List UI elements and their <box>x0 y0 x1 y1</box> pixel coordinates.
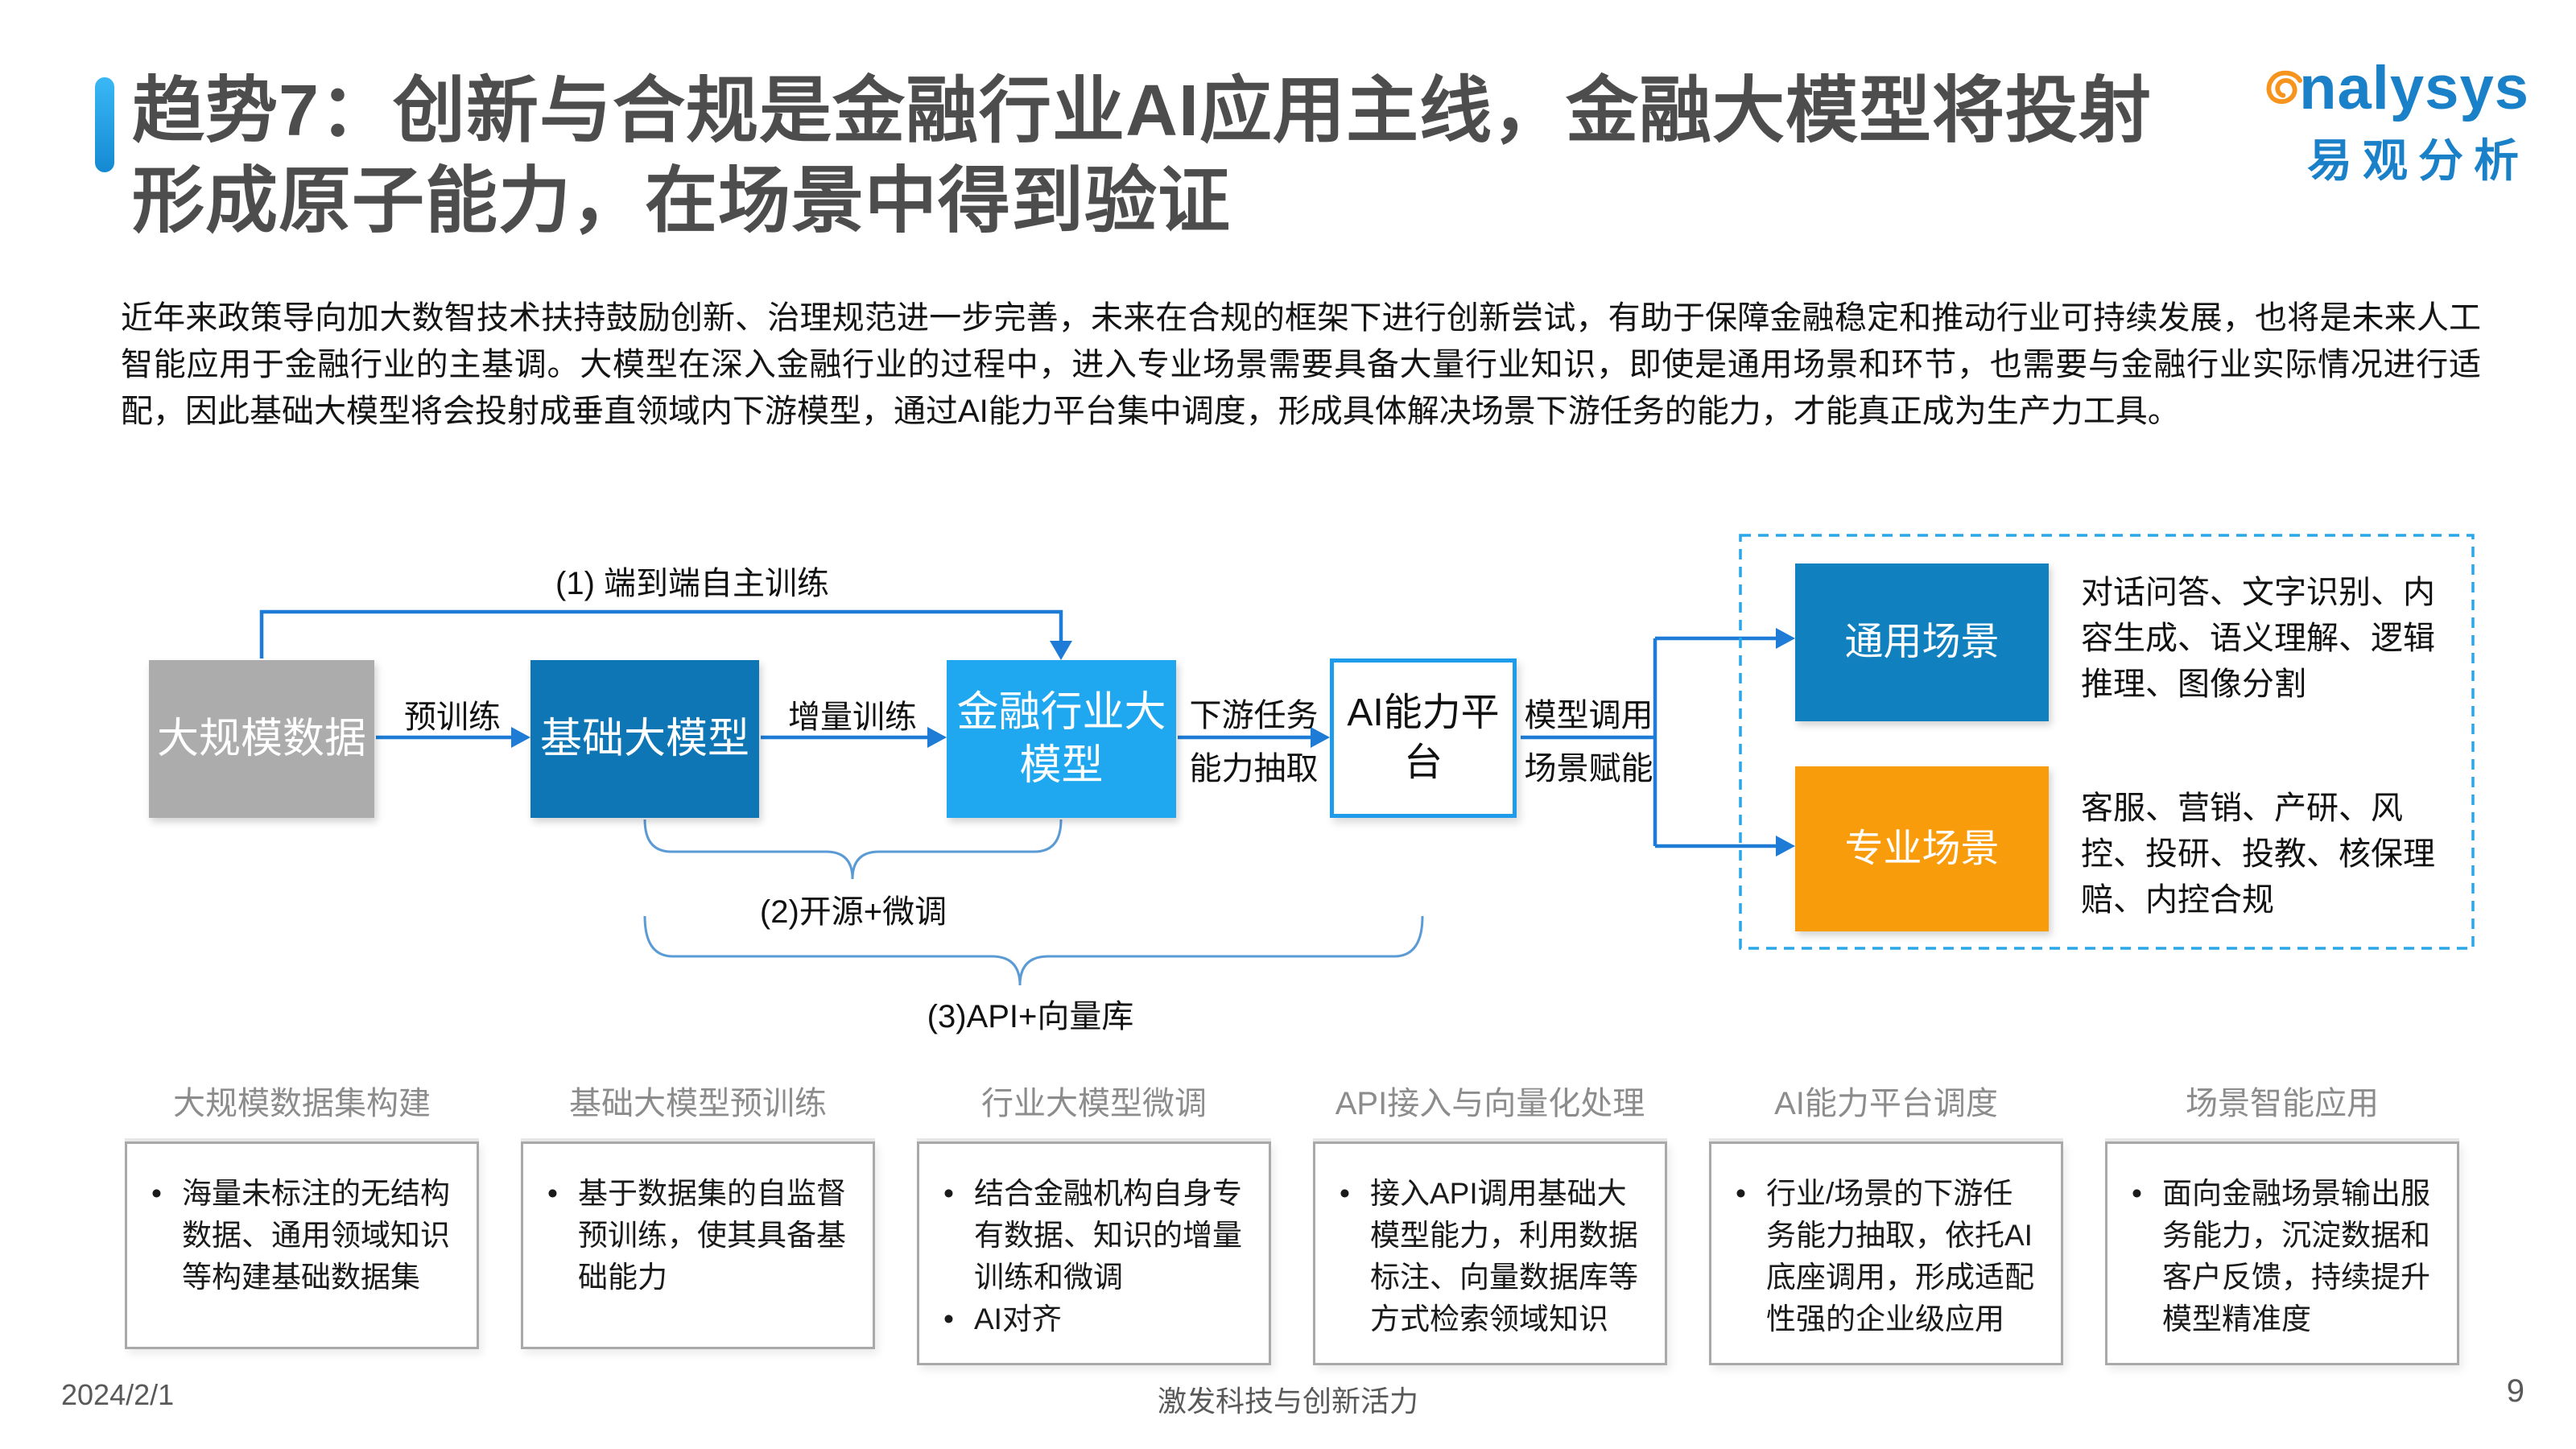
route1-line <box>259 609 1063 658</box>
route2-label: (2)开源+微调 <box>759 894 947 930</box>
analysys-wordmark: nalysys <box>2299 54 2529 122</box>
branch-professional-arrowhead-icon <box>1776 836 1795 857</box>
branch-general-arrowhead-icon <box>1776 628 1795 649</box>
page-title-line-2: 形成原子能力，在场景中得到验证 <box>132 161 1231 242</box>
node-ai-capability-platform: AI能力平台 <box>1330 658 1517 818</box>
edge-label-capability-extract: 能力抽取 <box>1189 751 1319 786</box>
node-large-scale-data: 大规模数据 <box>149 660 374 818</box>
column-header: 大规模数据集构建 <box>173 1086 431 1121</box>
column-api-vectorization: API接入与向量化处理 接入API调用基础大模型能力，利用数据标注、向量数据库等… <box>1313 1077 1667 1365</box>
bullet-item: 面向金融场景输出服务能力，沉淀数据和客户反馈，持续提升模型精准度 <box>2120 1173 2436 1340</box>
bullet-item: 接入API调用基础大模型能力，利用数据标注、向量数据库等方式检索领域知识 <box>1328 1173 1644 1340</box>
node-general-scenarios: 通用场景 <box>1795 564 2049 721</box>
column-box: 基于数据集的自监督预训练，使其具备基础能力 <box>521 1141 875 1349</box>
edge-label-incremental-training: 增量训练 <box>788 700 917 735</box>
bullet-item: 海量未标注的无结构数据、通用领域知识等构建基础数据集 <box>140 1173 456 1298</box>
column-header: AI能力平台调度 <box>1774 1086 1998 1121</box>
process-columns: 大规模数据集构建 海量未标注的无结构数据、通用领域知识等构建基础数据集 基础大模… <box>125 1077 2459 1365</box>
column-box: 接入API调用基础大模型能力，利用数据标注、向量数据库等方式检索领域知识 <box>1313 1141 1667 1365</box>
column-box: 结合金融机构自身专有数据、知识的增量训练和微调 AI对齐 <box>917 1141 1271 1365</box>
general-scenarios-desc: 对话问答、文字识别、内容生成、语义理解、逻辑推理、图像分割 <box>2081 575 2435 702</box>
page-title: 趋势7：创新与合规是金融行业AI应用主线，金融大模型将投射 形成原子能力，在场景… <box>132 66 2354 246</box>
analysys-logo: nalysys 易观分析 <box>2264 53 2529 190</box>
column-scene-application: 场景智能应用 面向金融场景输出服务能力，沉淀数据和客户反馈，持续提升模型精准度 <box>2105 1077 2459 1365</box>
bullet-item: 结合金融机构自身专有数据、知识的增量训练和微调 <box>932 1173 1248 1298</box>
route3-label: (3)API+向量库 <box>927 999 1134 1034</box>
intro-paragraph: 近年来政策导向加大数智技术扶持鼓励创新、治理规范进一步完善，未来在合规的框架下进… <box>121 300 2481 429</box>
route1-label: (1) 端到端自主训练 <box>555 566 829 601</box>
column-platform-scheduling: AI能力平台调度 行业/场景的下游任务能力抽取，依托AI底座调用，形成适配性强的… <box>1709 1077 2063 1365</box>
footer-date: 2024/2/1 <box>61 1378 175 1411</box>
column-box: 面向金融场景输出服务能力，沉淀数据和客户反馈，持续提升模型精准度 <box>2105 1141 2459 1365</box>
column-header: 基础大模型预训练 <box>569 1086 827 1121</box>
column-industry-finetune: 行业大模型微调 结合金融机构自身专有数据、知识的增量训练和微调 AI对齐 <box>917 1077 1271 1365</box>
edge-label-model-invoke: 模型调用 <box>1524 698 1653 733</box>
bullet-item: AI对齐 <box>932 1298 1248 1340</box>
edge-label-scene-empower: 场景赋能 <box>1524 751 1653 786</box>
node-finance-industry-model: 金融行业大模型 <box>947 660 1176 818</box>
node-base-large-model: 基础大模型 <box>530 660 759 818</box>
column-header: 场景智能应用 <box>2186 1086 2379 1121</box>
route1-arrowhead-icon <box>1050 641 1072 660</box>
footer-page-number: 9 <box>2506 1373 2524 1409</box>
edge-label-pretrain: 预训练 <box>404 700 501 735</box>
analysys-cn-name: 易观分析 <box>2307 135 2529 186</box>
node-professional-scenarios: 专业场景 <box>1795 766 2049 931</box>
analysys-swirl-icon <box>2266 70 2303 104</box>
bracket-route2 <box>643 819 1063 880</box>
column-base-pretrain: 基础大模型预训练 基于数据集的自监督预训练，使其具备基础能力 <box>521 1077 875 1365</box>
bullet-item: 基于数据集的自监督预训练，使其具备基础能力 <box>536 1173 852 1298</box>
column-box: 行业/场景的下游任务能力抽取，依托AI底座调用，形成适配性强的企业级应用 <box>1709 1141 2063 1365</box>
column-box: 海量未标注的无结构数据、通用领域知识等构建基础数据集 <box>125 1141 479 1349</box>
footer-slogan: 激发科技与创新活力 <box>1157 1385 1418 1418</box>
professional-scenarios-desc: 客服、营销、产研、风控、投研、投教、核保理赔、内控合规 <box>2081 791 2435 918</box>
column-header: API接入与向量化处理 <box>1335 1086 1645 1121</box>
column-header: 行业大模型微调 <box>981 1086 1207 1121</box>
edge-incremental-arrowhead-icon <box>927 727 947 748</box>
page-title-line-1: 趋势7：创新与合规是金融行业AI应用主线，金融大模型将投射 <box>132 71 2153 151</box>
analysys-logo-row: nalysys <box>2264 53 2529 123</box>
edge-label-downstream-task: 下游任务 <box>1189 698 1319 733</box>
column-dataset-construction: 大规模数据集构建 海量未标注的无结构数据、通用领域知识等构建基础数据集 <box>125 1077 479 1365</box>
bullet-item: 行业/场景的下游任务能力抽取，依托AI底座调用，形成适配性强的企业级应用 <box>1724 1173 2040 1340</box>
title-accent-bar <box>95 77 114 172</box>
